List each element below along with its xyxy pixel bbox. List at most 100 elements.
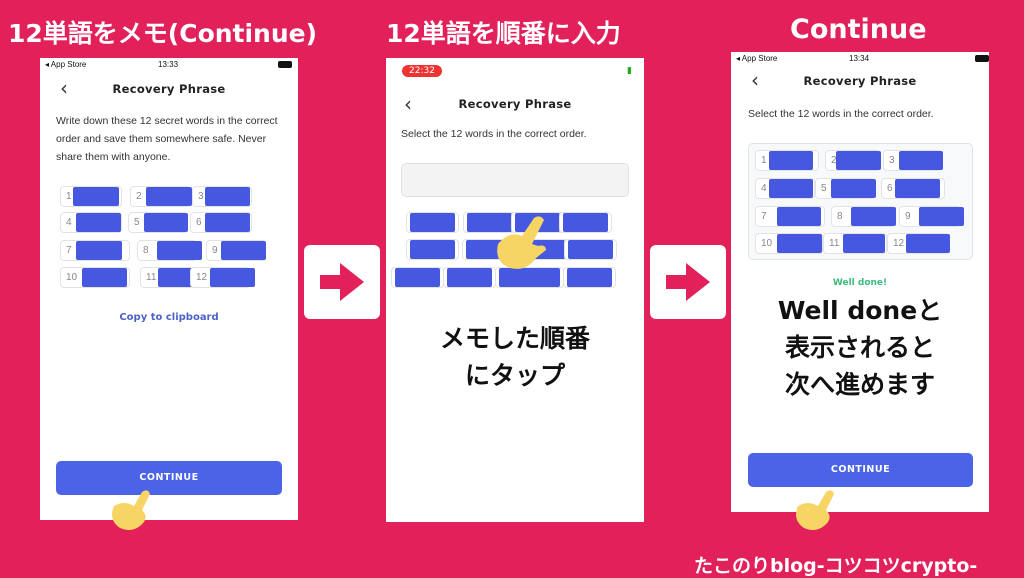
continue-button[interactable]: CONTINUE xyxy=(748,453,973,487)
redacted-word xyxy=(447,268,492,287)
annotation-line: 表示されると xyxy=(784,333,935,362)
word-number: 7 xyxy=(761,211,767,222)
continue-button[interactable]: CONTINUE xyxy=(56,461,282,495)
redacted-word xyxy=(777,207,821,226)
instructions: Select the 12 words in the correct order… xyxy=(401,128,587,140)
next-arrow-2 xyxy=(650,245,726,319)
word-number: 1 xyxy=(66,191,72,202)
carrier: ◂ App Store xyxy=(45,60,87,69)
battery-icon: ▮ xyxy=(627,66,632,76)
word-number: 8 xyxy=(143,245,149,256)
time: 22:32 xyxy=(402,65,442,77)
back-icon[interactable]: ‹ xyxy=(60,76,68,100)
word-number: 7 xyxy=(66,245,72,256)
redacted-word xyxy=(769,179,813,198)
annotation-line: 次へ進めます xyxy=(784,370,935,399)
phone-screen-3: ◂ App Store 13:34 ‹ Recovery Phrase Sele… xyxy=(731,52,989,512)
annotation: Well doneと表示されると次へ進めます xyxy=(731,292,989,403)
word-number: 6 xyxy=(196,217,202,228)
redacted-word xyxy=(410,213,455,232)
word-number: 11 xyxy=(146,272,157,283)
annotation: メモした順番にタップ xyxy=(386,320,644,394)
selected-words-input[interactable] xyxy=(401,163,629,197)
word-number: 10 xyxy=(66,272,78,283)
redacted-word xyxy=(499,268,560,287)
back-icon[interactable]: ‹ xyxy=(751,68,759,92)
redacted-word xyxy=(144,213,188,232)
word-number: 11 xyxy=(829,238,840,249)
redacted-word xyxy=(410,240,455,259)
carrier: ◂ App Store xyxy=(736,54,778,63)
redacted-word xyxy=(568,240,613,259)
redacted-word xyxy=(467,213,512,232)
word-number: 12 xyxy=(196,272,208,283)
instructions: Select the 12 words in the correct order… xyxy=(748,108,934,120)
arrow-right-icon xyxy=(666,263,710,301)
footer-credit: たこのりblog-コツコツcrypto- xyxy=(694,555,978,577)
annotation-line: Well doneと xyxy=(777,296,943,325)
redacted-word xyxy=(73,187,119,206)
heading-step2: 12単語を順番に入力 xyxy=(386,19,621,48)
redacted-word xyxy=(76,241,122,260)
redacted-word xyxy=(851,207,896,226)
redacted-word xyxy=(919,207,964,226)
annotation-line: にタップ xyxy=(464,361,565,390)
time: 13:34 xyxy=(849,54,870,63)
redacted-word xyxy=(563,213,608,232)
annotation-line: メモした順番 xyxy=(439,324,590,353)
back-icon[interactable]: ‹ xyxy=(404,92,412,116)
heading-step1: 12単語をメモ(Continue) xyxy=(8,19,318,48)
redacted-word xyxy=(82,268,127,287)
redacted-word xyxy=(157,241,202,260)
word-number: 12 xyxy=(893,238,905,249)
word-number: 6 xyxy=(887,183,893,194)
redacted-word xyxy=(395,268,440,287)
instructions: Write down these 12 secret words in the … xyxy=(56,115,278,163)
status-bar: ◂ App Store 13:34 xyxy=(731,52,989,66)
time: 13:33 xyxy=(158,60,179,69)
word-number: 2 xyxy=(136,191,142,202)
status-bar: ◂ App Store 13:33 xyxy=(40,58,298,72)
redacted-word xyxy=(205,187,250,206)
redacted-word xyxy=(221,241,266,260)
redacted-word xyxy=(205,213,250,232)
success-message: Well done! xyxy=(832,278,888,288)
pointing-hand-icon xyxy=(112,490,150,530)
redacted-word xyxy=(158,268,200,287)
word-number: 9 xyxy=(212,245,218,256)
redacted-word xyxy=(906,234,950,253)
redacted-word xyxy=(843,234,885,253)
word-number: 2 xyxy=(831,155,837,166)
page-title: Recovery Phrase xyxy=(803,74,917,88)
phone-screen-2: 22:32 ▮ ‹ Recovery Phrase Select the 12 … xyxy=(386,58,644,522)
redacted-word xyxy=(777,234,822,253)
redacted-word xyxy=(210,268,255,287)
redacted-word xyxy=(567,268,612,287)
word-number: 10 xyxy=(761,238,773,249)
pointing-hand-icon xyxy=(796,490,834,530)
phone-screen-1: ◂ App Store 13:33 ‹ Recovery Phrase Writ… xyxy=(40,58,298,520)
redacted-word xyxy=(836,151,881,170)
battery-icon xyxy=(975,55,989,62)
battery-icon xyxy=(278,61,292,68)
page-title: Recovery Phrase xyxy=(458,97,572,111)
word-number: 3 xyxy=(198,191,204,202)
word-number: 9 xyxy=(905,211,911,222)
redacted-word xyxy=(146,187,192,206)
arrow-right-icon xyxy=(320,263,364,301)
next-arrow-1 xyxy=(304,245,380,319)
page-title: Recovery Phrase xyxy=(112,82,226,96)
pointing-hand-icon xyxy=(497,216,546,269)
word-number: 4 xyxy=(761,183,767,194)
redacted-word xyxy=(899,151,943,170)
copy-to-clipboard-link[interactable]: Copy to clipboard xyxy=(119,312,219,323)
word-number: 8 xyxy=(837,211,843,222)
word-number: 5 xyxy=(134,217,140,228)
redacted-word xyxy=(895,179,940,198)
word-number: 1 xyxy=(761,155,767,166)
redacted-word xyxy=(769,151,813,170)
word-number: 3 xyxy=(889,155,895,166)
heading-step3: Continue xyxy=(790,14,927,45)
word-number: 4 xyxy=(66,217,72,228)
redacted-word xyxy=(76,213,121,232)
